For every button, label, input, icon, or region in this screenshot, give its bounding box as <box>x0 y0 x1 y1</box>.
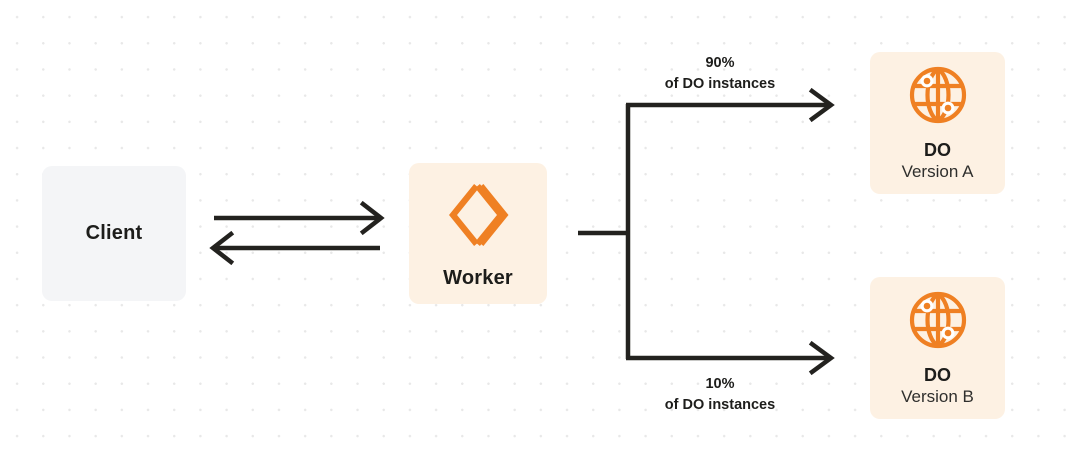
edge-label-do-b-percent: 10% <box>705 376 735 392</box>
durable-object-globe-icon <box>908 290 968 355</box>
node-worker-label: Worker <box>443 266 513 289</box>
arrow-to-do-a-head <box>808 87 835 123</box>
durable-object-globe-icon <box>908 65 968 130</box>
node-do-version-b[interactable]: DO Version B <box>870 277 1005 419</box>
arrow-client-to-worker-head <box>359 200 385 236</box>
arrow-worker-to-client-head <box>209 230 235 266</box>
node-client[interactable]: Client <box>42 166 186 301</box>
node-worker[interactable]: Worker <box>409 163 547 304</box>
edge-label-do-a: 90% of DO instances <box>665 53 775 94</box>
cloudflare-workers-icon <box>447 182 509 253</box>
edge-label-do-a-caption: of DO instances <box>664 75 776 92</box>
node-do-version-a[interactable]: DO Version A <box>870 52 1005 194</box>
node-do-a-title: DO <box>924 139 951 160</box>
edge-label-do-b: 10% of DO instances <box>665 374 775 415</box>
arrow-to-do-b-head <box>808 340 835 376</box>
edge-label-do-b-caption: of DO instances <box>664 396 776 413</box>
edge-label-do-a-percent: 90% <box>705 55 735 71</box>
node-do-b-title: DO <box>924 364 951 385</box>
node-do-b-subtitle: Version B <box>901 387 974 407</box>
node-do-a-subtitle: Version A <box>901 162 974 182</box>
node-client-label: Client <box>85 222 143 244</box>
